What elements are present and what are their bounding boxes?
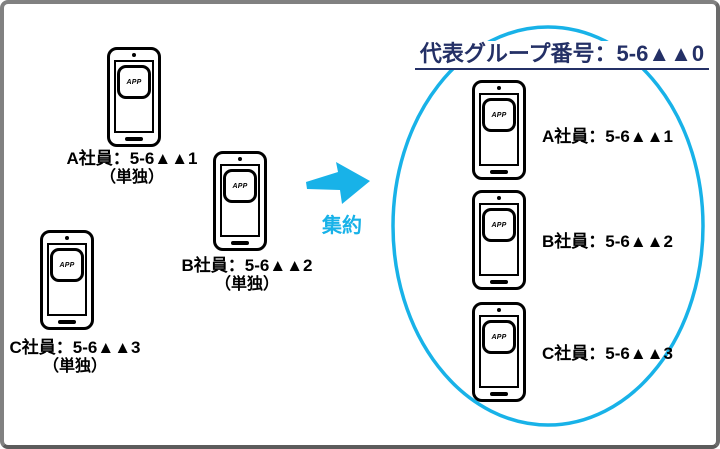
phone-app-icon: APP [482, 320, 516, 354]
phone-b-standalone-icon: APP [213, 151, 267, 251]
phone-camera-dot [65, 236, 69, 240]
phone-home-button-icon [490, 280, 508, 284]
phone-camera-dot [132, 53, 136, 57]
label-c-standalone: C社員：5-6▲▲3 （単独） [4, 338, 150, 376]
label-a-standalone: A社員：5-6▲▲1 （単独） [57, 149, 207, 187]
phone-home-button-icon [231, 241, 249, 245]
phone-b-grouped-icon: APP [472, 190, 526, 290]
aggregate-label: 集約 [322, 215, 362, 237]
phone-app-icon: APP [482, 98, 516, 132]
phone-app-icon: APP [50, 248, 84, 282]
group-title-text: 代表グループ番号：5-6▲▲0 [414, 41, 710, 70]
aggregate-arrow-icon [306, 162, 370, 204]
phone-camera-dot [497, 308, 501, 312]
label-a-grouped: A社員：5-6▲▲1 [542, 127, 673, 146]
phone-camera-dot [238, 157, 242, 161]
phone-app-icon: APP [223, 169, 257, 203]
label-b-standalone-note: （単独） [214, 276, 279, 293]
label-a-standalone-note: （単独） [99, 169, 164, 186]
phone-camera-dot [497, 196, 501, 200]
label-b-grouped: B社員：5-6▲▲2 [542, 232, 673, 251]
shape-layer [306, 25, 705, 427]
phone-app-icon: APP [117, 65, 151, 99]
label-b-standalone: B社員：5-6▲▲2 （単独） [172, 256, 322, 294]
group-ellipse [391, 25, 705, 427]
label-c-grouped: C社員：5-6▲▲3 [542, 344, 673, 363]
label-b-number: B社員：5-6▲▲2 [181, 256, 313, 275]
phone-c-grouped-icon: APP [472, 302, 526, 402]
phone-home-button-icon [58, 320, 76, 324]
phone-a-standalone-icon: APP [107, 47, 161, 147]
label-c-number: C社員：5-6▲▲3 [9, 338, 141, 357]
phone-home-button-icon [125, 137, 143, 141]
phone-app-icon: APP [482, 208, 516, 242]
label-c-standalone-note: （単独） [42, 358, 107, 375]
phone-c-standalone-icon: APP [40, 230, 94, 330]
phone-home-button-icon [490, 392, 508, 396]
group-title: 代表グループ番号：5-6▲▲0 [412, 41, 712, 70]
phone-camera-dot [497, 86, 501, 90]
label-a-number: A社員：5-6▲▲1 [66, 149, 198, 168]
phone-home-button-icon [490, 170, 508, 174]
phone-a-grouped-icon: APP [472, 80, 526, 180]
